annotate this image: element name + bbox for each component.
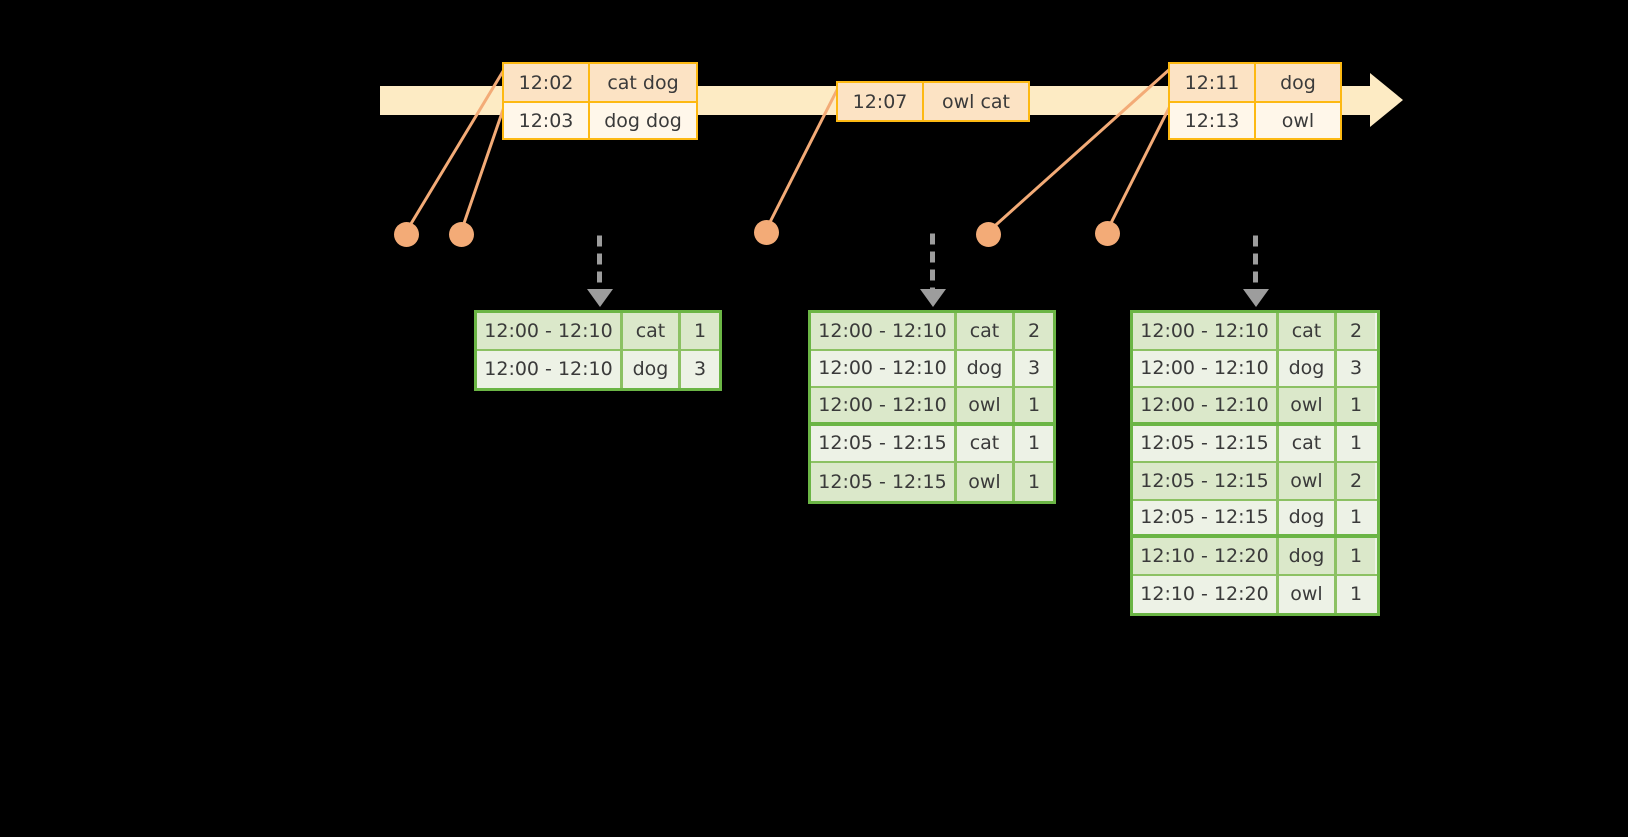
down-arrow-line-2 bbox=[930, 230, 935, 291]
key-cell: owl bbox=[1279, 575, 1337, 613]
event-box-2[interactable]: 12:07 owl cat bbox=[836, 81, 1030, 122]
event-row: 12:11 dog bbox=[1170, 64, 1340, 101]
connector-dot-4 bbox=[976, 222, 1001, 247]
window-cell: 12:05 - 12:15 bbox=[1133, 500, 1279, 534]
key-cell: owl bbox=[957, 388, 1015, 422]
event-box-1[interactable]: 12:02 cat dog 12:03 dog dog bbox=[502, 62, 698, 140]
event-time: 12:13 bbox=[1170, 103, 1256, 138]
count-cell: 1 bbox=[1015, 388, 1053, 422]
event-words: owl bbox=[1281, 109, 1315, 132]
key-cell: owl bbox=[1279, 388, 1337, 422]
key-cell: dog bbox=[1279, 350, 1337, 386]
event-words: dog bbox=[1256, 64, 1340, 101]
window-cell: 12:10 - 12:20 bbox=[1133, 538, 1279, 574]
connector-line-2 bbox=[459, 103, 507, 233]
event-time: 12:07 bbox=[838, 83, 924, 120]
down-arrow-head-2 bbox=[920, 289, 946, 307]
timeline-arrowhead-icon bbox=[1370, 73, 1403, 127]
window-cell: 12:00 - 12:10 bbox=[1133, 313, 1279, 349]
window-cell: 12:00 - 12:10 bbox=[1133, 388, 1279, 422]
window-cell: 12:10 - 12:20 bbox=[1133, 575, 1279, 613]
window-cell: 12:00 - 12:10 bbox=[477, 350, 623, 388]
event-row: 12:07 owl cat bbox=[838, 83, 1028, 120]
key-cell: cat bbox=[1279, 313, 1337, 349]
connector-dot-2 bbox=[449, 222, 474, 247]
event-words: cat dog bbox=[590, 64, 696, 101]
event-time: 12:03 bbox=[504, 103, 590, 138]
key-cell: owl bbox=[1279, 463, 1337, 499]
count-cell: 1 bbox=[1015, 463, 1053, 501]
window-cell: 12:00 - 12:10 bbox=[811, 350, 957, 386]
key-cell: cat bbox=[623, 313, 681, 349]
event-box-3[interactable]: 12:11 dog 12:13 owl bbox=[1168, 62, 1342, 140]
connector-line-5 bbox=[1105, 103, 1173, 232]
event-time: 12:11 bbox=[1170, 64, 1256, 101]
key-cell: dog bbox=[623, 350, 681, 388]
window-cell: 12:00 - 12:10 bbox=[1133, 350, 1279, 386]
window-cell: 12:05 - 12:15 bbox=[811, 463, 957, 501]
event-row: 12:13 owl bbox=[1170, 101, 1340, 138]
count-cell: 1 bbox=[1337, 425, 1375, 461]
down-arrow-line-1 bbox=[597, 234, 602, 291]
key-cell: dog bbox=[1279, 538, 1337, 574]
count-cell: 1 bbox=[681, 313, 719, 349]
window-cell: 12:00 - 12:10 bbox=[811, 388, 957, 422]
count-cell: 3 bbox=[681, 350, 719, 388]
key-cell: cat bbox=[957, 313, 1015, 349]
window-cell: 12:05 - 12:15 bbox=[1133, 425, 1279, 461]
key-cell: cat bbox=[1279, 425, 1337, 461]
down-arrow-head-1 bbox=[587, 289, 613, 307]
window-cell: 12:05 - 12:15 bbox=[811, 425, 957, 461]
count-cell: 2 bbox=[1337, 313, 1375, 349]
event-words: owl cat bbox=[924, 83, 1028, 120]
down-arrow-line-3 bbox=[1253, 234, 1258, 291]
count-cell: 3 bbox=[1015, 350, 1053, 386]
count-cell: 1 bbox=[1337, 500, 1375, 534]
count-cell: 1 bbox=[1337, 538, 1375, 574]
window-cell: 12:00 - 12:10 bbox=[811, 313, 957, 349]
connector-dot-3 bbox=[754, 220, 779, 245]
key-cell: owl bbox=[957, 463, 1015, 501]
event-time: 12:02 bbox=[504, 64, 590, 101]
count-cell: 1 bbox=[1015, 425, 1053, 461]
key-cell: cat bbox=[957, 425, 1015, 461]
key-cell: dog bbox=[957, 350, 1015, 386]
key-cell: dog bbox=[1279, 500, 1337, 534]
event-words: dog dog bbox=[604, 109, 682, 132]
connector-dot-1 bbox=[394, 222, 419, 247]
count-cell: 1 bbox=[1337, 388, 1375, 422]
count-cell: 3 bbox=[1337, 350, 1375, 386]
window-cell: 12:00 - 12:10 bbox=[477, 313, 623, 349]
event-row: 12:03 dog dog bbox=[504, 101, 696, 138]
count-cell: 2 bbox=[1015, 313, 1053, 349]
window-cell: 12:05 - 12:15 bbox=[1133, 463, 1279, 499]
count-cell: 2 bbox=[1337, 463, 1375, 499]
connector-dot-5 bbox=[1095, 221, 1120, 246]
down-arrow-head-3 bbox=[1243, 289, 1269, 307]
count-cell: 1 bbox=[1337, 575, 1375, 613]
event-row: 12:02 cat dog bbox=[504, 64, 696, 101]
